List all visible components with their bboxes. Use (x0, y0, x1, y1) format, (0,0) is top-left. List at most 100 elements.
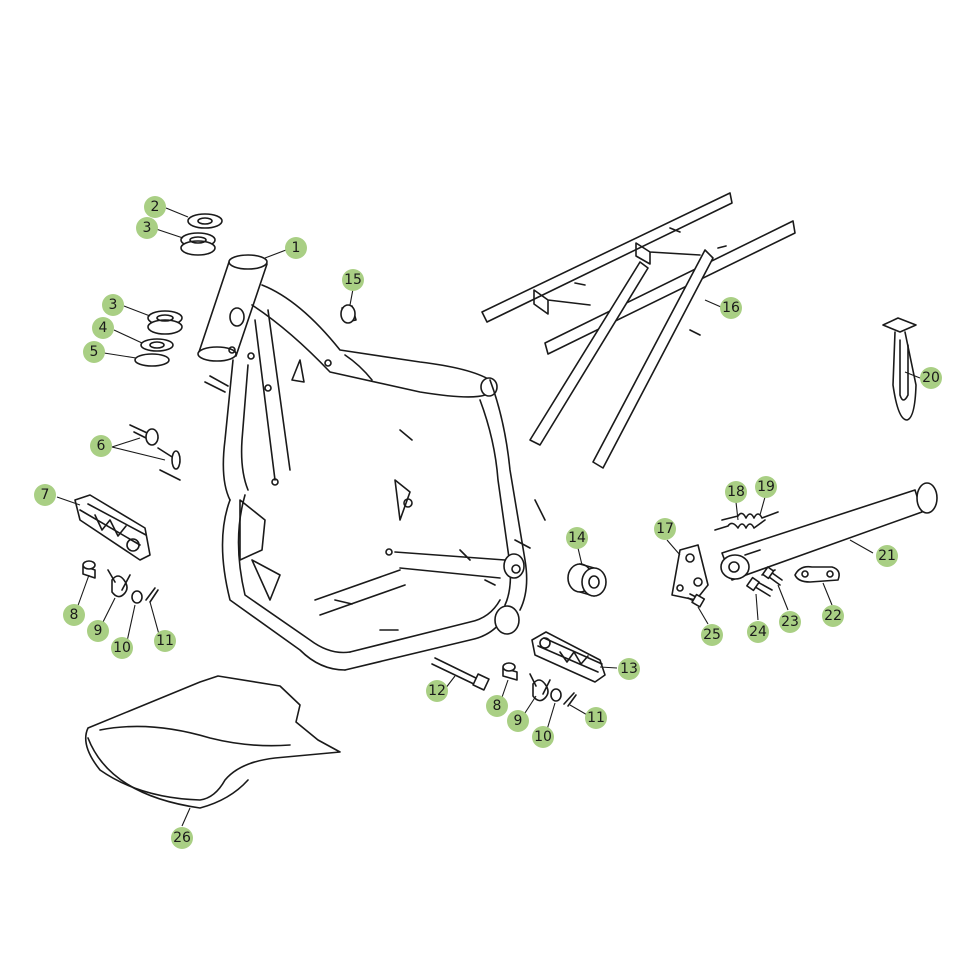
callout-3-lower: 3 (102, 294, 124, 316)
callout-badge (63, 604, 85, 626)
stand-bolt-small (761, 566, 783, 586)
callout-label: 13 (620, 661, 638, 677)
callout-label: 2 (151, 199, 160, 215)
callout-15: 15 (342, 269, 364, 291)
callout-label: 3 (109, 297, 118, 313)
callout-badge (171, 827, 193, 849)
footpeg-pin-left (82, 560, 96, 579)
callout-badge (701, 624, 723, 646)
leader-lines (56, 207, 921, 827)
callout-badge (285, 237, 307, 259)
callout-badge (725, 481, 747, 503)
callout-9-left: 9 (87, 620, 109, 642)
callout-label: 22 (824, 608, 842, 624)
callout-23: 23 (779, 611, 801, 633)
callout-5: 5 (83, 341, 105, 363)
callout-label: 1 (292, 240, 301, 256)
callout-badge (876, 545, 898, 567)
footpeg-right (531, 631, 606, 683)
callout-13: 13 (618, 658, 640, 680)
callout-10-left: 10 (111, 637, 133, 659)
callout-label: 16 (722, 300, 740, 316)
callout-label: 10 (113, 640, 131, 656)
callout-badge (755, 476, 777, 498)
callout-badge (144, 196, 166, 218)
callout-label: 21 (878, 548, 896, 564)
callout-label: 18 (727, 484, 745, 500)
callout-label: 14 (568, 530, 586, 546)
callout-25: 25 (701, 624, 723, 646)
callout-11-left: 11 (154, 630, 176, 652)
stand-pivot-bolt (746, 576, 773, 597)
callout-22: 22 (822, 605, 844, 627)
callout-badge (102, 294, 124, 316)
callout-label: 9 (514, 713, 523, 729)
callout-badge (566, 527, 588, 549)
callout-label: 3 (143, 220, 152, 236)
callout-16: 16 (720, 297, 742, 319)
callout-badge (83, 341, 105, 363)
spacer-bushing (340, 304, 357, 324)
callout-4: 4 (92, 317, 114, 339)
skid-plate (84, 675, 341, 809)
callout-label: 11 (587, 710, 605, 726)
callout-label: 15 (344, 272, 362, 288)
callout-badge (342, 269, 364, 291)
o-ring (134, 353, 170, 367)
bracket-bolt (687, 593, 706, 608)
callout-badge (486, 695, 508, 717)
callout-badge (507, 710, 529, 732)
footpeg-left (74, 494, 151, 561)
callout-badge (532, 726, 554, 748)
callout-17: 17 (654, 518, 676, 540)
upper-bearing-seal (187, 213, 223, 229)
cotter-pin-right (563, 692, 577, 707)
rear-subframe (481, 192, 796, 469)
callout-badge (654, 518, 676, 540)
callout-3-upper: 3 (136, 217, 158, 239)
callout-2: 2 (144, 196, 166, 218)
callout-badge (779, 611, 801, 633)
callout-label: 26 (173, 830, 191, 846)
callout-label: 8 (70, 607, 79, 623)
callout-label: 4 (99, 320, 108, 336)
callout-label: 8 (493, 698, 502, 714)
callout-label: 10 (534, 729, 552, 745)
callout-18: 18 (725, 481, 747, 503)
spring-right (529, 673, 551, 702)
callout-label: 23 (781, 614, 799, 630)
callout-9-right: 9 (507, 710, 529, 732)
callout-24: 24 (747, 621, 769, 643)
callout-label: 5 (90, 344, 99, 360)
callout-10-right: 10 (532, 726, 554, 748)
callout-badge (426, 680, 448, 702)
callout-label: 25 (703, 627, 721, 643)
callout-14: 14 (566, 527, 588, 549)
side-stand-bracket (671, 544, 709, 601)
washer-left (131, 590, 143, 604)
callout-19: 19 (755, 476, 777, 498)
callout-label: 19 (757, 479, 775, 495)
upper-bearing (180, 232, 216, 256)
callout-badge (920, 367, 942, 389)
callout-badge (87, 620, 109, 642)
callout-badge (92, 317, 114, 339)
callout-8-right: 8 (486, 695, 508, 717)
spring-plate (794, 565, 840, 583)
callout-badge (154, 630, 176, 652)
cotter-pin-left (145, 587, 159, 603)
callout-badge (111, 637, 133, 659)
washer-right (550, 688, 562, 702)
callout-label: 20 (922, 370, 940, 386)
footpeg-bolt (431, 657, 490, 691)
lower-bearing (147, 310, 183, 335)
side-stand-spring-outer (721, 511, 779, 521)
callout-label: 12 (428, 683, 446, 699)
callout-label: 24 (749, 624, 767, 640)
callout-1: 1 (285, 237, 307, 259)
callout-badge (34, 484, 56, 506)
callout-20: 20 (920, 367, 942, 389)
callout-11-right: 11 (585, 707, 607, 729)
callout-badge (618, 658, 640, 680)
